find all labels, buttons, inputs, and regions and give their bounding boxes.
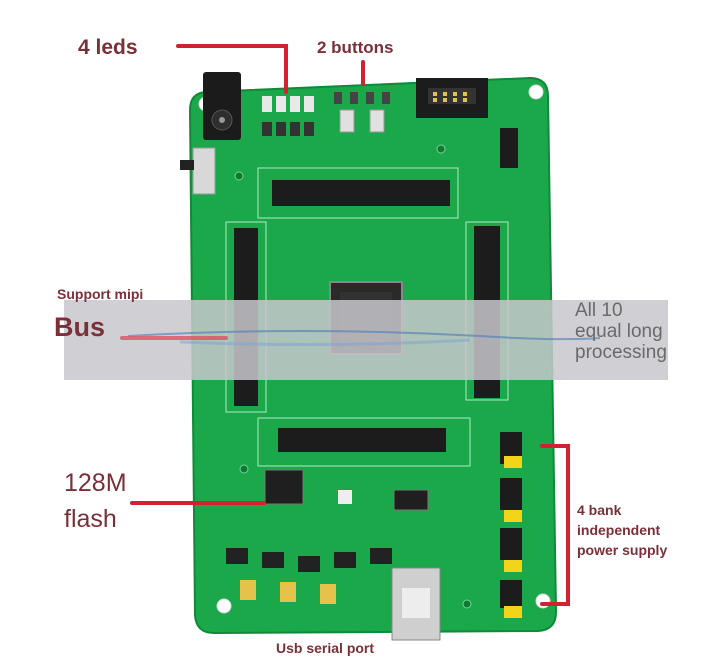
- power-switch: [180, 147, 216, 195]
- bank-line-1: 4 bank: [577, 502, 622, 518]
- bank-power-label: 4 bank independent power supply: [577, 500, 667, 560]
- bank-jumpers: [500, 432, 522, 618]
- equal-long-line-2: equal long: [575, 321, 663, 342]
- regulator-row: [226, 548, 392, 604]
- flash-label: flash: [64, 505, 117, 533]
- buttons-label: 2 buttons: [317, 38, 394, 57]
- push-buttons: [334, 92, 390, 133]
- box-header: [416, 78, 488, 118]
- usb-connector: [391, 567, 441, 641]
- usb-label: Usb serial port: [276, 640, 375, 656]
- bus-label: Bus: [54, 312, 106, 342]
- bank-line-2: independent: [577, 522, 661, 538]
- side-jumper-header: [500, 128, 518, 168]
- equal-long-label: All 10 equal long processing: [575, 300, 667, 363]
- bottom-pin-header: [278, 428, 446, 452]
- callout-lines: [120, 44, 570, 606]
- equal-long-line-1: All 10: [575, 300, 623, 321]
- mipi-label: Support mipi: [57, 286, 144, 302]
- leds-label: 4 leds: [78, 36, 138, 59]
- led-array: [262, 96, 314, 136]
- bank-line-3: power supply: [577, 542, 668, 558]
- dc-power-jack: [203, 72, 241, 140]
- ic-chip: [338, 489, 429, 511]
- top-pin-header: [272, 180, 450, 206]
- flash-chip: [264, 469, 304, 505]
- flash-size-label: 128M: [64, 469, 127, 497]
- equal-long-line-3: processing: [575, 342, 667, 363]
